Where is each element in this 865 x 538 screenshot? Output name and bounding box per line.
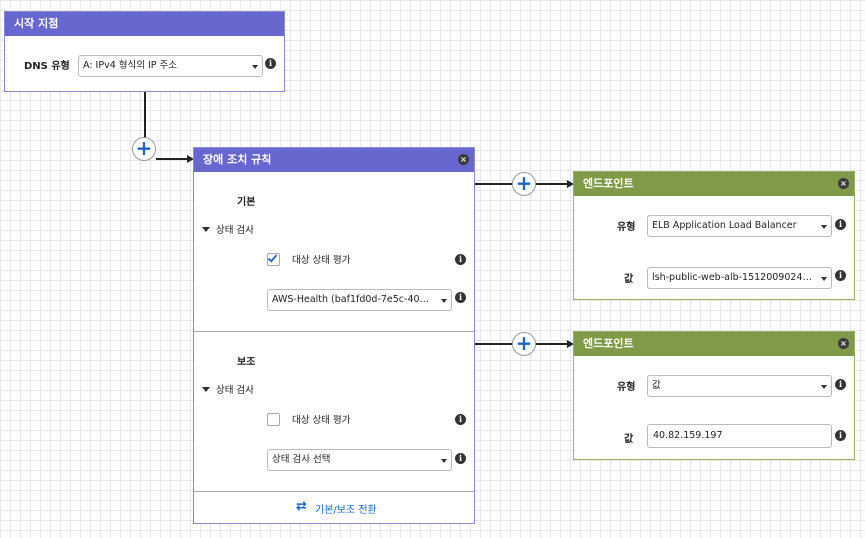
chevron-down-icon: [441, 299, 447, 303]
failover-rule-header: 장애 조치 규칙 ×: [194, 148, 474, 172]
endpoint-1-type-label: 유형: [617, 222, 636, 233]
connector-to-rule: [156, 158, 187, 160]
chevron-down-icon: [441, 459, 447, 463]
endpoint-1-value-select[interactable]: lsh-public-web-alb-1512009024.us-e…: [647, 267, 832, 289]
start-point-title: 시작 지점: [14, 17, 59, 30]
connector-start-vertical: [144, 92, 146, 138]
endpoint-2-type-label: 유형: [617, 382, 636, 393]
endpoint-1-type-value: ELB Application Load Balancer: [652, 220, 797, 231]
add-secondary-endpoint-plus-button[interactable]: +: [512, 332, 536, 356]
primary-health-check-toggle[interactable]: 상태 검사: [216, 225, 254, 236]
endpoint-2-header: 엔드포인트 ×: [574, 332, 854, 356]
endpoint-1-type-select[interactable]: ELB Application Load Balancer: [647, 215, 832, 237]
endpoint-1-value-value: lsh-public-web-alb-1512009024.us-e…: [652, 272, 832, 283]
endpoint-2-type-value: 값: [652, 380, 661, 391]
primary-evaluate-target-label: 대상 상태 평가: [292, 255, 351, 266]
endpoint-2-title: 엔드포인트: [583, 337, 634, 350]
footer-divider: [194, 491, 474, 492]
secondary-evaluate-target-checkbox[interactable]: [267, 413, 280, 426]
info-icon[interactable]: i: [455, 292, 466, 303]
add-primary-endpoint-plus-button[interactable]: +: [512, 172, 536, 196]
caret-down-icon[interactable]: [202, 387, 210, 392]
endpoint-2-value-label: 값: [624, 434, 634, 445]
info-icon[interactable]: i: [835, 379, 846, 390]
chevron-down-icon: [252, 65, 258, 69]
plus-icon: +: [135, 136, 153, 160]
dns-type-select[interactable]: A: IPv4 형식의 IP 주소: [78, 55, 263, 77]
add-rule-plus-button[interactable]: +: [132, 137, 156, 161]
arrow-to-endpoint-2-icon: [567, 340, 574, 348]
section-divider: [194, 331, 474, 332]
plus-icon: +: [515, 171, 533, 195]
primary-health-check-value: AWS-Health (baf1fd0d-7e5c-4021-b…: [272, 294, 451, 305]
secondary-heading: 보조: [237, 357, 256, 368]
arrow-to-rule-icon: [187, 155, 194, 163]
primary-heading: 기본: [237, 197, 256, 208]
endpoint-2-value-input[interactable]: 40.82.159.197: [647, 424, 832, 448]
secondary-health-check-select[interactable]: 상태 검사 선택: [267, 449, 452, 471]
failover-rule-title: 장애 조치 규칙: [203, 153, 272, 166]
chevron-down-icon: [821, 385, 827, 389]
secondary-health-check-toggle[interactable]: 상태 검사: [216, 385, 254, 396]
info-icon[interactable]: i: [835, 219, 846, 230]
dns-type-value: A: IPv4 형식의 IP 주소: [83, 60, 178, 71]
connector-secondary-right: [536, 343, 567, 345]
connector-primary-left: [474, 183, 512, 185]
info-icon[interactable]: i: [835, 270, 846, 281]
endpoint-1-value-label: 값: [624, 274, 634, 285]
switch-primary-secondary-link[interactable]: 기본/보조 전환: [315, 505, 377, 516]
endpoint-2-type-select[interactable]: 값: [647, 375, 832, 397]
start-point-panel: 시작 지점 DNS 유형 A: IPv4 형식의 IP 주소 i: [4, 11, 285, 92]
endpoint-panel-1: 엔드포인트 × 유형 ELB Application Load Balancer…: [573, 171, 855, 300]
plus-icon: +: [515, 331, 533, 355]
close-icon[interactable]: ×: [838, 178, 849, 189]
connector-primary-right: [536, 183, 567, 185]
chevron-down-icon: [821, 225, 827, 229]
endpoint-1-title: 엔드포인트: [583, 177, 634, 190]
info-icon[interactable]: i: [455, 254, 466, 265]
chevron-down-icon: [821, 277, 827, 281]
dns-type-label: DNS 유형: [24, 61, 70, 72]
info-icon[interactable]: i: [455, 453, 466, 464]
endpoint-1-header: 엔드포인트 ×: [574, 172, 854, 196]
info-icon[interactable]: i: [265, 58, 276, 69]
start-point-header: 시작 지점: [5, 12, 284, 36]
close-icon[interactable]: ×: [838, 338, 849, 349]
secondary-health-check-value: 상태 검사 선택: [272, 454, 331, 465]
connector-secondary-left: [474, 343, 512, 345]
close-icon[interactable]: ×: [458, 154, 469, 165]
arrow-to-endpoint-1-icon: [567, 180, 574, 188]
caret-down-icon[interactable]: [202, 227, 210, 232]
checkmark-icon: [267, 252, 278, 263]
info-icon[interactable]: i: [455, 414, 466, 425]
primary-evaluate-target-checkbox[interactable]: [267, 252, 280, 266]
endpoint-panel-2: 엔드포인트 × 유형 값 i 값 40.82.159.197 i: [573, 331, 855, 460]
swap-icon[interactable]: ⇄: [296, 499, 307, 514]
primary-health-check-select[interactable]: AWS-Health (baf1fd0d-7e5c-4021-b…: [267, 289, 452, 311]
failover-rule-panel: 장애 조치 규칙 × 기본 상태 검사 대상 상태 평가 i AWS-Healt…: [193, 147, 475, 524]
info-icon[interactable]: i: [835, 430, 846, 441]
secondary-evaluate-target-label: 대상 상태 평가: [292, 415, 351, 426]
